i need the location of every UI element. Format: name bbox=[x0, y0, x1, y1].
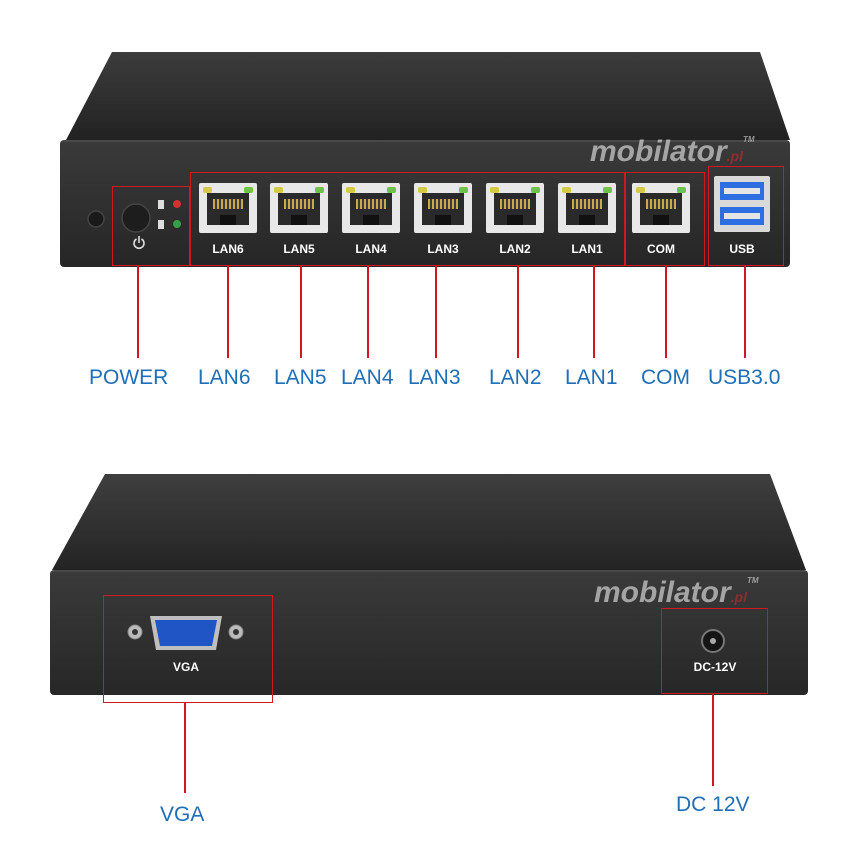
watermark-bottom: mobilator.plTM bbox=[594, 576, 759, 609]
lan6-port bbox=[199, 183, 257, 233]
com-label: COM bbox=[647, 242, 675, 256]
lan3-port bbox=[414, 183, 472, 233]
dc-panel-label: DC-12V bbox=[693, 660, 737, 674]
usb-port bbox=[714, 176, 770, 232]
lan-highlight-box bbox=[190, 172, 625, 266]
vga-port bbox=[127, 616, 244, 650]
lan4-callout: LAN4 bbox=[341, 366, 394, 389]
dc-callout: DC 12V bbox=[676, 793, 750, 816]
bottom-chassis bbox=[50, 474, 808, 695]
lan6-callout-line bbox=[227, 266, 229, 358]
lan4-label: LAN4 bbox=[355, 242, 387, 256]
vga-highlight-box bbox=[103, 595, 273, 703]
power-icon bbox=[133, 236, 145, 250]
lan1-callout-line bbox=[593, 266, 595, 358]
com-port bbox=[632, 183, 690, 233]
power-led bbox=[173, 220, 181, 228]
lan3-callout-line bbox=[435, 266, 437, 358]
vga-callout: VGA bbox=[160, 803, 205, 826]
vga-panel-label: VGA bbox=[172, 660, 199, 674]
lan4-callout-line bbox=[367, 266, 369, 358]
lan6-callout: LAN6 bbox=[198, 366, 251, 389]
lan5-label: LAN5 bbox=[283, 242, 315, 256]
power-highlight-box bbox=[112, 186, 190, 266]
vga-callout-line bbox=[184, 703, 186, 793]
lan6-label: LAN6 bbox=[212, 242, 244, 256]
lan2-callout: LAN2 bbox=[489, 366, 542, 389]
watermark-top: mobilator.plTM bbox=[590, 135, 755, 168]
com-callout: COM bbox=[641, 366, 690, 389]
reset-button[interactable] bbox=[87, 210, 105, 228]
power-button[interactable] bbox=[121, 203, 151, 233]
lan2-label: LAN2 bbox=[499, 242, 531, 256]
lan5-callout-line bbox=[300, 266, 302, 358]
lan1-port bbox=[558, 183, 616, 233]
lan3-callout: LAN3 bbox=[408, 366, 461, 389]
usb-label: USB bbox=[729, 242, 755, 256]
lan2-port bbox=[486, 183, 544, 233]
com-highlight-box bbox=[625, 172, 705, 266]
lan5-port bbox=[270, 183, 328, 233]
dc-jack bbox=[701, 629, 725, 653]
dc-highlight-box bbox=[661, 608, 768, 694]
lan3-label: LAN3 bbox=[427, 242, 459, 256]
lan5-callout: LAN5 bbox=[274, 366, 327, 389]
com-callout-line bbox=[665, 266, 667, 358]
usb-callout: USB3.0 bbox=[708, 366, 781, 389]
power-callout-line bbox=[137, 266, 139, 358]
usb-highlight-box bbox=[708, 166, 784, 266]
usb-callout-line bbox=[744, 266, 746, 358]
lan1-label: LAN1 bbox=[571, 242, 603, 256]
hdd-led bbox=[173, 200, 181, 208]
dc-callout-line bbox=[712, 694, 714, 786]
power-callout: POWER bbox=[89, 366, 169, 389]
lan4-port bbox=[342, 183, 400, 233]
lan1-callout: LAN1 bbox=[565, 366, 618, 389]
lan2-callout-line bbox=[517, 266, 519, 358]
led-icons bbox=[158, 200, 164, 229]
